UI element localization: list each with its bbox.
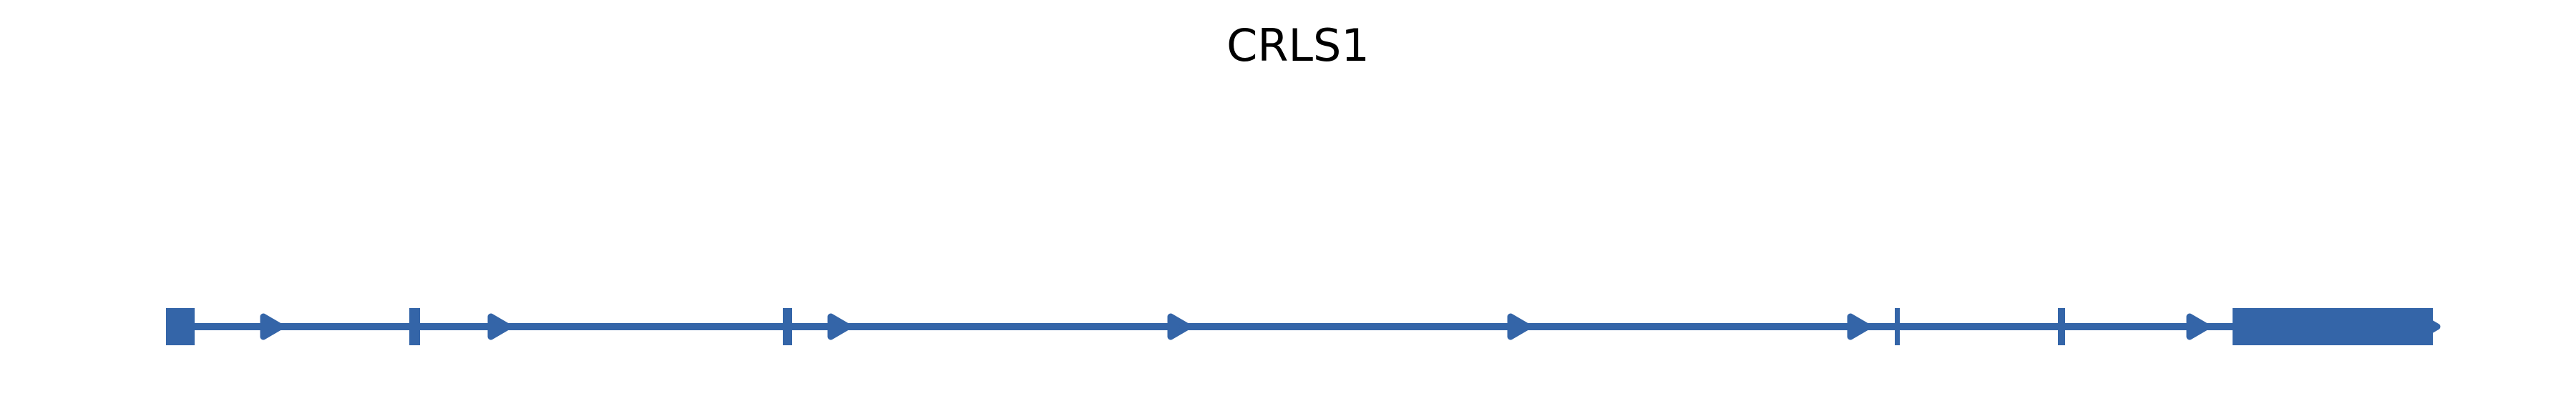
strand-direction-arrow	[1507, 313, 1531, 340]
strand-direction-arrow	[1847, 313, 1871, 340]
strand-direction-arrow	[487, 313, 512, 340]
strand-direction-arrow	[260, 313, 284, 340]
exon-5	[2058, 308, 2065, 345]
strand-direction-arrow	[2186, 313, 2210, 340]
exon-1	[166, 308, 195, 345]
strand-direction-arrow	[827, 313, 852, 340]
exon-3	[783, 308, 792, 345]
gene-title: CRLS1	[1226, 19, 1370, 71]
exon-4	[1895, 308, 1900, 345]
gene-track	[166, 308, 2441, 345]
exon-6	[2233, 308, 2433, 345]
exon-2	[409, 308, 420, 345]
intron-line	[177, 323, 2434, 330]
strand-direction-arrow	[1167, 313, 1191, 340]
